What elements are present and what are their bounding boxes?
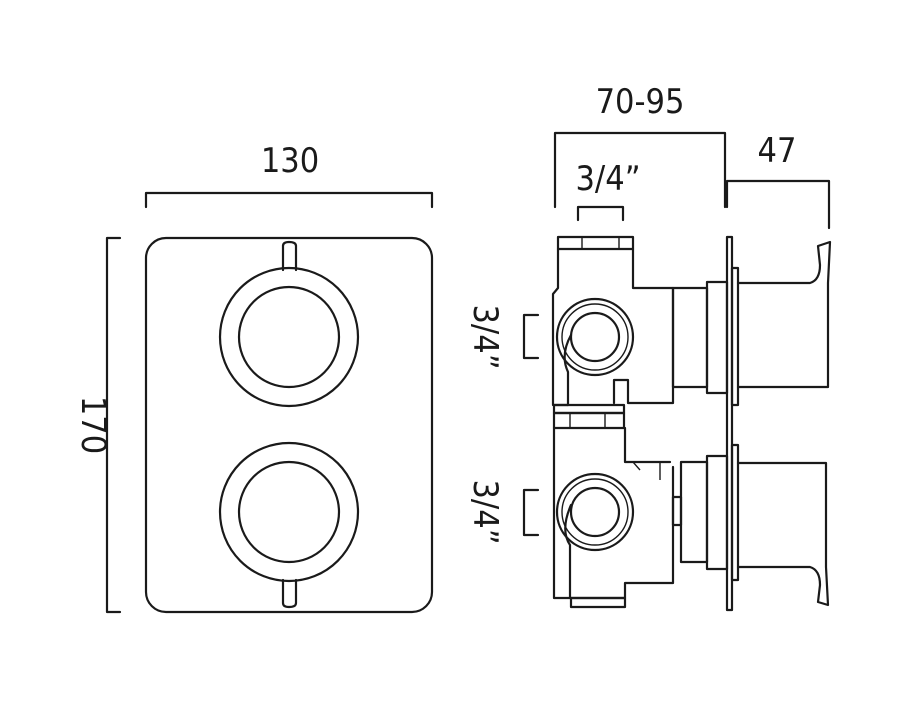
- upper-control-knob: [218, 240, 360, 408]
- depth-dimension: 70-95: [553, 82, 727, 209]
- width-label: 130: [261, 141, 319, 181]
- lower-inlet-dimension: 3/4”: [465, 479, 540, 545]
- upper-inlet-fitting: [555, 297, 635, 377]
- valve-body: [551, 235, 683, 609]
- front-view: 130 170: [73, 141, 434, 614]
- lower-control-knob: [218, 441, 360, 609]
- top-connection-dimension: 3/4”: [575, 159, 641, 222]
- lower-inlet-label: 3/4”: [465, 479, 505, 544]
- upper-inlet-label: 3/4”: [465, 304, 505, 369]
- height-dimension: 170: [73, 236, 122, 614]
- wall-plate: [725, 235, 734, 612]
- depth-label: 70-95: [596, 82, 685, 122]
- height-label: 170: [73, 396, 113, 454]
- lower-cartridge: [679, 443, 740, 582]
- lower-inlet-fitting: [555, 472, 635, 552]
- upper-inlet-dimension: 3/4”: [465, 304, 540, 370]
- faceplate: [144, 236, 434, 614]
- top-cap: [556, 235, 635, 251]
- lower-lever-handle: [736, 461, 830, 607]
- side-view: 70-95 47 3/4” 3/4” 3/4”: [465, 82, 832, 612]
- upper-cartridge: [671, 266, 740, 407]
- upper-lever-handle: [736, 240, 832, 389]
- top-connection-label: 3/4”: [575, 159, 640, 199]
- handle-projection-dimension: 47: [725, 131, 831, 230]
- width-dimension: 130: [144, 141, 434, 209]
- handle-projection-label: 47: [758, 131, 797, 171]
